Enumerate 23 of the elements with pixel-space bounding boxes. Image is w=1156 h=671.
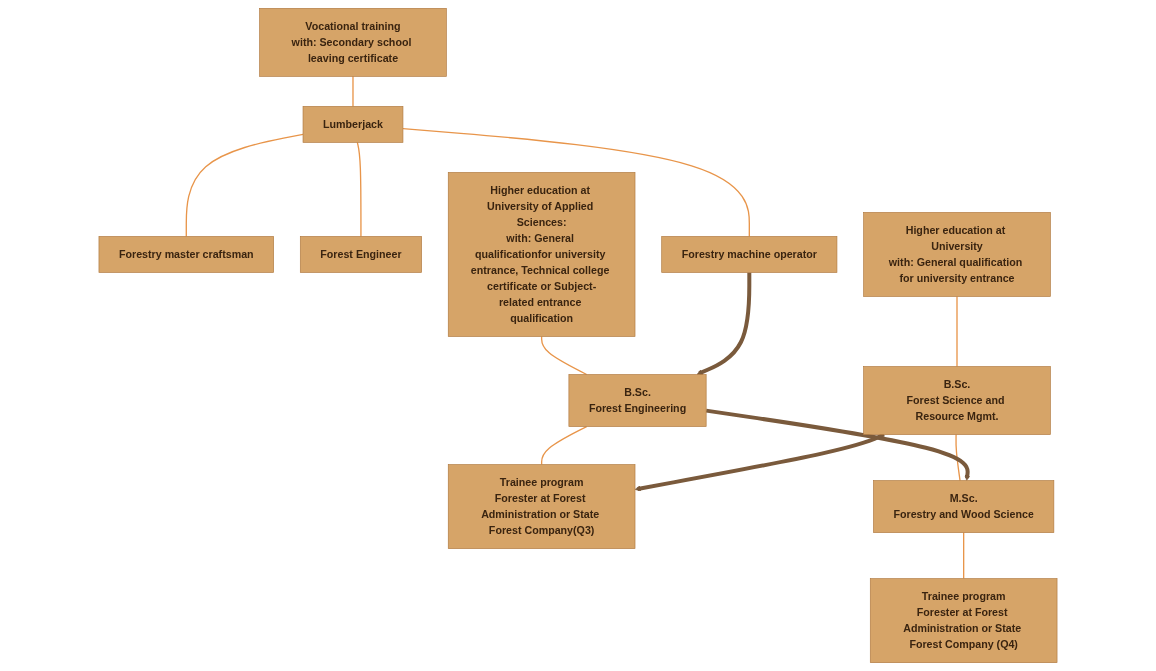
node-box: Lumberjack xyxy=(302,106,404,143)
node-box: B.Sc. Forest Engineering xyxy=(568,374,707,427)
node-box: Trainee program Forester at Forest Administration or State Forest Company (Q4) xyxy=(869,578,1058,663)
node-box: B.Sc. Forest Science and Resource Mgmt. xyxy=(863,366,1051,435)
connector xyxy=(356,141,362,238)
arrow xyxy=(705,408,971,481)
node-box: Vocational training with: Secondary school leaving certificate xyxy=(259,8,447,77)
arrow xyxy=(696,272,752,376)
connector xyxy=(402,127,750,238)
node-box: Higher education at University of Applied Sciences: with: General qualificationfor university entrance, Technical college certificate or Subject-related entrance qualification xyxy=(447,172,636,337)
node-box: Forest Engineer xyxy=(299,236,422,273)
connector xyxy=(540,335,588,376)
connector xyxy=(956,295,958,368)
node-box: M.Sc. Forestry and Wood Science xyxy=(873,480,1055,533)
node-box: Forestry machine operator xyxy=(661,236,838,273)
node-box: Trainee program Forester at Forest Administration or State Forest Company(Q3) xyxy=(447,464,636,549)
node-box: Forestry master craftsman xyxy=(98,236,274,273)
connector xyxy=(963,531,965,580)
connector xyxy=(540,425,588,466)
connector xyxy=(185,133,304,238)
connector xyxy=(955,433,961,482)
node-box: Higher education at University with: General qualification for university entrance xyxy=(863,212,1051,297)
connector xyxy=(352,75,354,108)
